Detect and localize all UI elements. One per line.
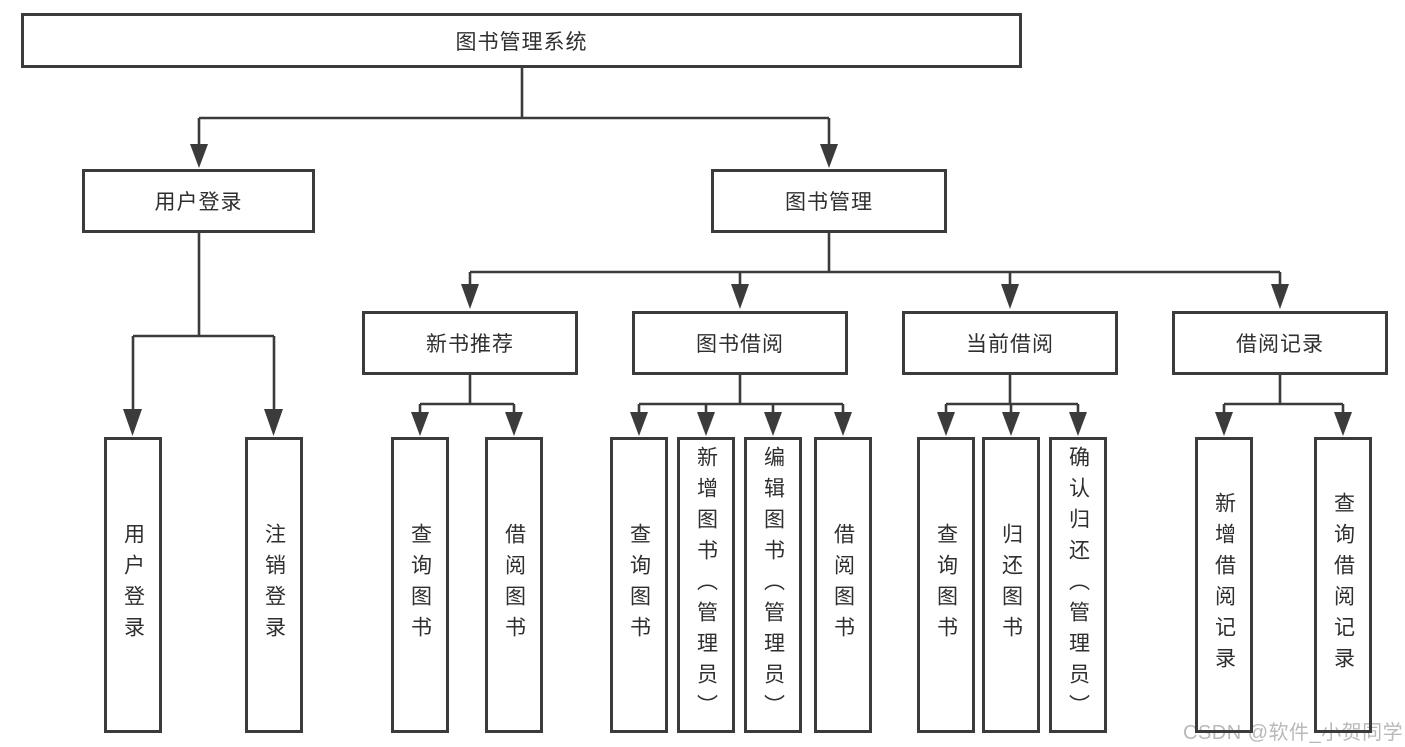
leaf-user-login: 用户登录 [104, 437, 162, 733]
node-library-system-label: 图书管理系统 [455, 30, 588, 54]
leaf-add-books-admin-label: 新增图书（管理员） [694, 445, 718, 725]
leaf-edit-books-admin-label: 编辑图书（管理员） [761, 445, 785, 725]
connector-root-to-level2 [190, 68, 838, 168]
leaf-return-books-label: 归还图书 [999, 523, 1023, 647]
leaf-query-borrow-record-label: 查询借阅记录 [1331, 492, 1355, 678]
connector-new-book-recommend-to-leaves [411, 375, 523, 436]
leaf-confirm-return-admin-label: 确认归还（管理员） [1066, 445, 1090, 725]
leaf-edit-books-admin: 编辑图书（管理员） [744, 437, 802, 733]
leaf-recommend-query-books: 查询图书 [391, 437, 449, 733]
node-book-borrow-label: 图书借阅 [696, 333, 784, 356]
leaf-recommend-borrow-books-label: 借阅图书 [502, 523, 526, 647]
connector-book-management-to-level3 [461, 233, 1289, 309]
leaf-confirm-return-admin: 确认归还（管理员） [1049, 437, 1107, 733]
connector-user-login-to-leaves [123, 233, 283, 436]
node-user-login-label: 用户登录 [154, 191, 243, 214]
node-new-book-recommend-label: 新书推荐 [426, 333, 514, 356]
leaf-recommend-query-books-label: 查询图书 [408, 523, 432, 647]
leaf-borrow-query-books: 查询图书 [610, 437, 668, 733]
leaf-current-query-books: 查询图书 [917, 437, 975, 733]
leaf-return-books: 归还图书 [982, 437, 1040, 733]
node-book-borrow: 图书借阅 [632, 311, 848, 375]
leaf-borrow-query-books-label: 查询图书 [627, 523, 651, 647]
leaf-borrow-books-label: 借阅图书 [831, 523, 855, 647]
leaf-logout: 注销登录 [245, 437, 303, 733]
node-new-book-recommend: 新书推荐 [362, 311, 578, 375]
node-current-borrow-label: 当前借阅 [966, 333, 1054, 356]
leaf-borrow-books: 借阅图书 [814, 437, 872, 733]
node-borrow-records-label: 借阅记录 [1236, 333, 1324, 356]
node-book-management-label: 图书管理 [785, 191, 873, 214]
connector-current-borrow-to-leaves [937, 375, 1087, 436]
csdn-watermark: CSDN @软件_小贺同学 [1183, 722, 1404, 744]
connector-borrow-records-to-leaves [1215, 375, 1352, 436]
leaf-add-borrow-record: 新增借阅记录 [1195, 437, 1253, 733]
leaf-current-query-books-label: 查询图书 [934, 523, 958, 647]
node-user-login: 用户登录 [82, 169, 315, 233]
leaf-query-borrow-record: 查询借阅记录 [1314, 437, 1372, 733]
leaf-logout-label: 注销登录 [262, 523, 286, 647]
leaf-recommend-borrow-books: 借阅图书 [485, 437, 543, 733]
leaf-add-borrow-record-label: 新增借阅记录 [1212, 492, 1236, 678]
connector-book-borrow-to-leaves [630, 375, 852, 436]
node-library-system: 图书管理系统 [21, 13, 1022, 68]
node-borrow-records: 借阅记录 [1172, 311, 1388, 375]
node-current-borrow: 当前借阅 [902, 311, 1118, 375]
node-book-management: 图书管理 [711, 169, 947, 233]
leaf-add-books-admin: 新增图书（管理员） [677, 437, 735, 733]
leaf-user-login-label: 用户登录 [121, 523, 145, 647]
